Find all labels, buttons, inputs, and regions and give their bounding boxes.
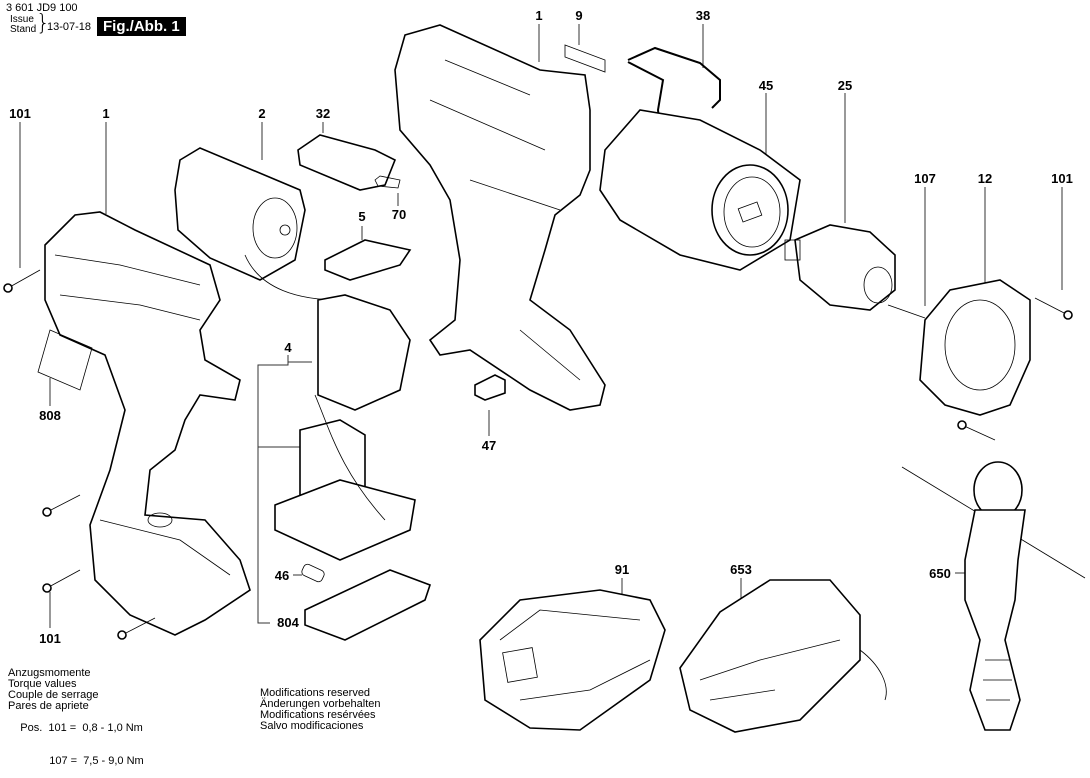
- issue-label-en: Issue: [10, 14, 34, 25]
- label-101-right: 101: [1051, 171, 1073, 186]
- front-cover-part: [919, 279, 1031, 416]
- label-4: 4: [284, 340, 292, 355]
- torque-line-es: Pares de apriete: [8, 700, 89, 712]
- slide-5-part: [324, 239, 412, 281]
- label-38: 38: [695, 8, 711, 23]
- mods-line-de: Änderungen vorbehalten: [260, 698, 381, 710]
- nameplate-9-part: [564, 44, 606, 73]
- gearbox-part: [599, 109, 801, 271]
- torque-notes: Anzugsmomente Torque values Couple de se…: [8, 668, 144, 778]
- screws-left: [3, 269, 156, 640]
- screw-right-top: [1034, 297, 1069, 316]
- housing-right-part: [394, 24, 606, 411]
- label-46: 46: [274, 568, 290, 583]
- label-91: 91: [614, 562, 630, 577]
- label-12: 12: [977, 171, 993, 186]
- selector-32-part: [297, 134, 397, 191]
- label-9: 9: [575, 8, 583, 23]
- document-code: 3 601 JD9 100: [6, 2, 78, 14]
- clip-70-part: [374, 175, 401, 189]
- label-32: 32: [315, 106, 331, 121]
- torque-value-107: 107 = 7,5 - 9,0 Nm: [49, 755, 144, 767]
- label-107: 107: [914, 171, 936, 186]
- label-101-bottom-left: 101: [39, 631, 61, 646]
- label-653: 653: [730, 562, 752, 577]
- screw-107-part: [887, 304, 926, 319]
- motor-part: [174, 147, 341, 301]
- issue-label: Issue Stand: [10, 15, 36, 35]
- label-25: 25: [837, 78, 853, 93]
- chuck-part: [784, 224, 896, 311]
- label-808-part: [37, 329, 93, 391]
- label-101-top-left: 101: [9, 106, 31, 121]
- leader-lines: [19, 24, 1063, 628]
- brace-icon: }: [36, 11, 50, 36]
- torque-line-fr: Couple de serrage: [8, 689, 99, 701]
- label-45: 45: [758, 78, 774, 93]
- figure-label: Fig./Abb. 1: [97, 17, 186, 36]
- screw-right-bottom: [961, 424, 996, 441]
- torque-line-en: Torque values: [8, 678, 77, 690]
- plate-804-part: [304, 569, 432, 641]
- label-70: 70: [391, 207, 407, 222]
- mods-line-fr: Modifications resérvées: [260, 709, 376, 721]
- label-5: 5: [358, 209, 366, 224]
- switch-assembly-part: [274, 294, 416, 561]
- housing-left-part: [44, 211, 251, 636]
- mods-line-en: Modifications reserved: [260, 687, 371, 699]
- charger-part: [679, 579, 887, 733]
- label-1-right: 1: [535, 8, 543, 23]
- torque-value-101: Pos. 101 = 0,8 - 1,0 Nm: [20, 722, 143, 734]
- torque-line-de: Anzugsmomente: [8, 667, 91, 679]
- leader-4-bracket: [257, 361, 312, 624]
- label-47: 47: [481, 438, 497, 453]
- exploded-diagram: [3, 24, 1086, 733]
- pad-47-part: [474, 374, 506, 401]
- label-804: 804: [277, 615, 299, 630]
- spring-46-part: [301, 563, 325, 583]
- issue-label-de: Stand: [10, 24, 37, 35]
- label-808: 808: [39, 408, 61, 423]
- battery-part: [479, 589, 666, 731]
- aux-handle-part: [901, 461, 1086, 731]
- mods-line-es: Salvo modificaciones: [260, 720, 364, 732]
- label-1-left: 1: [102, 106, 110, 121]
- label-650: 650: [929, 566, 951, 581]
- issue-date: 13-07-18: [47, 21, 92, 33]
- modifications-notice: Modifications reserved Änderungen vorbeh…: [260, 688, 380, 732]
- label-2: 2: [258, 106, 266, 121]
